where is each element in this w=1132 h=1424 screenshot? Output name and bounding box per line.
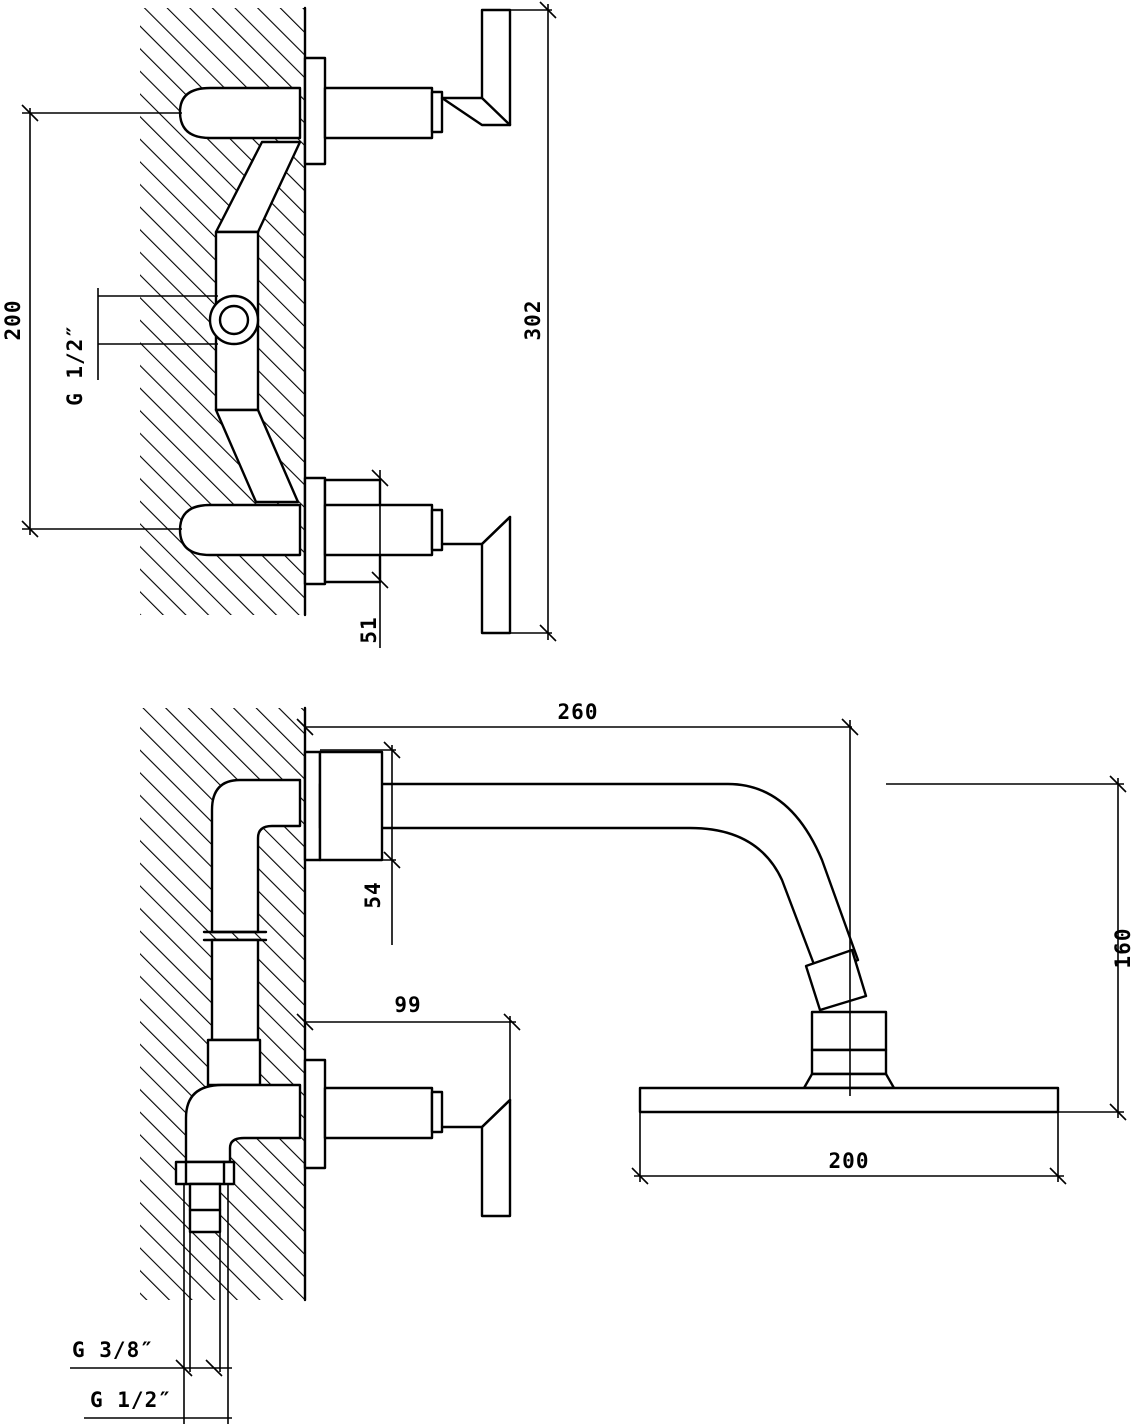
- dimension-200-top: 200: [1, 104, 182, 538]
- upper-spindle: [323, 86, 434, 140]
- supply-pipe: [188, 1182, 222, 1234]
- dimension-260: 260: [296, 700, 859, 1096]
- dimension-302: 302: [510, 1, 557, 642]
- dim-99-label: 99: [394, 993, 421, 1017]
- arm-nut: [804, 948, 868, 1012]
- lower-escutcheon: [303, 476, 327, 586]
- dim-200-head-label: 200: [829, 1149, 870, 1173]
- dimension-160: 160: [886, 775, 1132, 1121]
- inlet-thread-label: G 1/2″: [63, 324, 87, 406]
- dimension-200-head: 200: [631, 1112, 1067, 1185]
- lower-valve-body: [178, 503, 302, 557]
- mixer-body: [206, 1038, 262, 1087]
- connecting-pipe-lower: [214, 408, 300, 504]
- dim-260-label: 260: [558, 700, 599, 724]
- arm-collar: [318, 750, 384, 862]
- top-view: 200 G 1/2″ 302 51: [1, 1, 557, 648]
- upper-valve-body: [178, 86, 302, 140]
- lower-handle: [440, 515, 512, 635]
- dim-302-label: 302: [521, 300, 545, 341]
- arm-wall-flange: [303, 750, 322, 862]
- lower-spindle: [323, 503, 434, 557]
- dimension-54: 54: [320, 741, 401, 945]
- dim-51-label: 51: [357, 616, 381, 643]
- dim-160-label: 160: [1111, 928, 1132, 969]
- mixer-handle: [440, 1098, 512, 1218]
- mixer-spindle: [323, 1086, 434, 1140]
- mixer-spindle-cap: [430, 1090, 444, 1134]
- thread-callouts: G 3/8″ G 1/2″: [70, 1184, 232, 1424]
- dim-200-label: 200: [1, 300, 25, 341]
- shower-arm: [318, 782, 860, 977]
- inlet-inner-ring: [218, 304, 250, 336]
- head-connector: [810, 1010, 888, 1052]
- head-connector-base: [802, 1072, 896, 1090]
- shower-head: [638, 1086, 1060, 1114]
- upper-escutcheon: [303, 56, 327, 166]
- dimension-inlet-top: G 1/2″: [63, 288, 218, 406]
- mixer-escutcheon: [303, 1058, 327, 1170]
- hex-nut: [174, 1160, 236, 1186]
- dimension-51: 51: [357, 469, 389, 648]
- head-connector-lower: [810, 1048, 888, 1076]
- riser-pipe: [210, 938, 260, 1042]
- thread-g38-label: G 3/8″: [72, 1338, 154, 1362]
- bottom-view: 260 54 160 200: [70, 700, 1132, 1424]
- dim-54-label: 54: [361, 881, 385, 908]
- lower-spindle-cap: [430, 508, 444, 552]
- thread-g12-label: G 1/2″: [90, 1388, 172, 1412]
- dimension-99: 99: [296, 993, 521, 1100]
- upper-spindle-cap: [430, 90, 444, 134]
- upper-handle: [440, 8, 512, 127]
